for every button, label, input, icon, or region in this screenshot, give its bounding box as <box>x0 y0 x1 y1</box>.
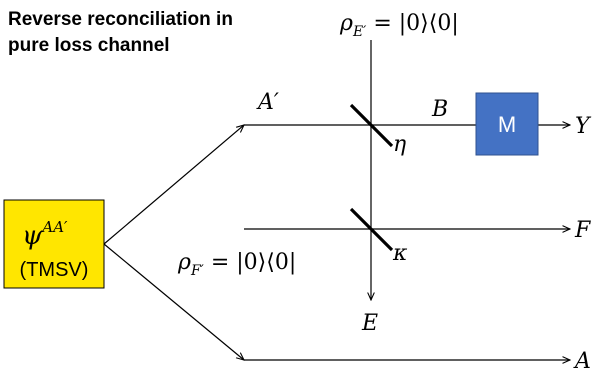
psi-superscript: AA′ <box>40 218 68 236</box>
label-f: F <box>574 218 591 243</box>
rho-e-state: = |0⟩⟨0| <box>366 11 458 36</box>
measurement-box <box>475 92 539 156</box>
label-kappa: κ <box>392 241 408 266</box>
label-a-prime: A′ <box>256 90 279 115</box>
label-y: Y <box>575 114 592 139</box>
tmsv-source-box <box>3 199 105 289</box>
label-b: B <box>431 97 448 122</box>
title-line-2: pure loss channel <box>8 35 170 56</box>
rho-f-label: ρF′ = |0⟩⟨0| <box>177 250 296 279</box>
rho-e-label: ρE′ = |0⟩⟨0| <box>339 11 459 40</box>
rho-f-symbol: ρ <box>177 250 191 275</box>
rho-e-symbol: ρ <box>339 11 353 36</box>
rho-e-subscript: E′ <box>352 24 367 40</box>
label-e: E <box>361 311 378 336</box>
beam-to-a-prime <box>103 125 244 245</box>
psi-symbol: ψ <box>22 221 43 251</box>
tmsv-state-label: ψAA′ <box>22 218 68 251</box>
rho-f-subscript: F′ <box>190 263 205 279</box>
rho-f-state: = |0⟩⟨0| <box>204 250 296 275</box>
measurement-label: M <box>498 112 516 137</box>
tmsv-type-label: (TMSV) <box>20 259 89 281</box>
beam-to-a <box>103 243 244 360</box>
beam-splitter-eta <box>349 103 394 148</box>
label-a: A <box>573 349 591 373</box>
label-eta: η <box>393 132 406 157</box>
title-line-1: Reverse reconciliation in <box>8 9 233 30</box>
beam-splitter-kappa <box>349 207 394 252</box>
